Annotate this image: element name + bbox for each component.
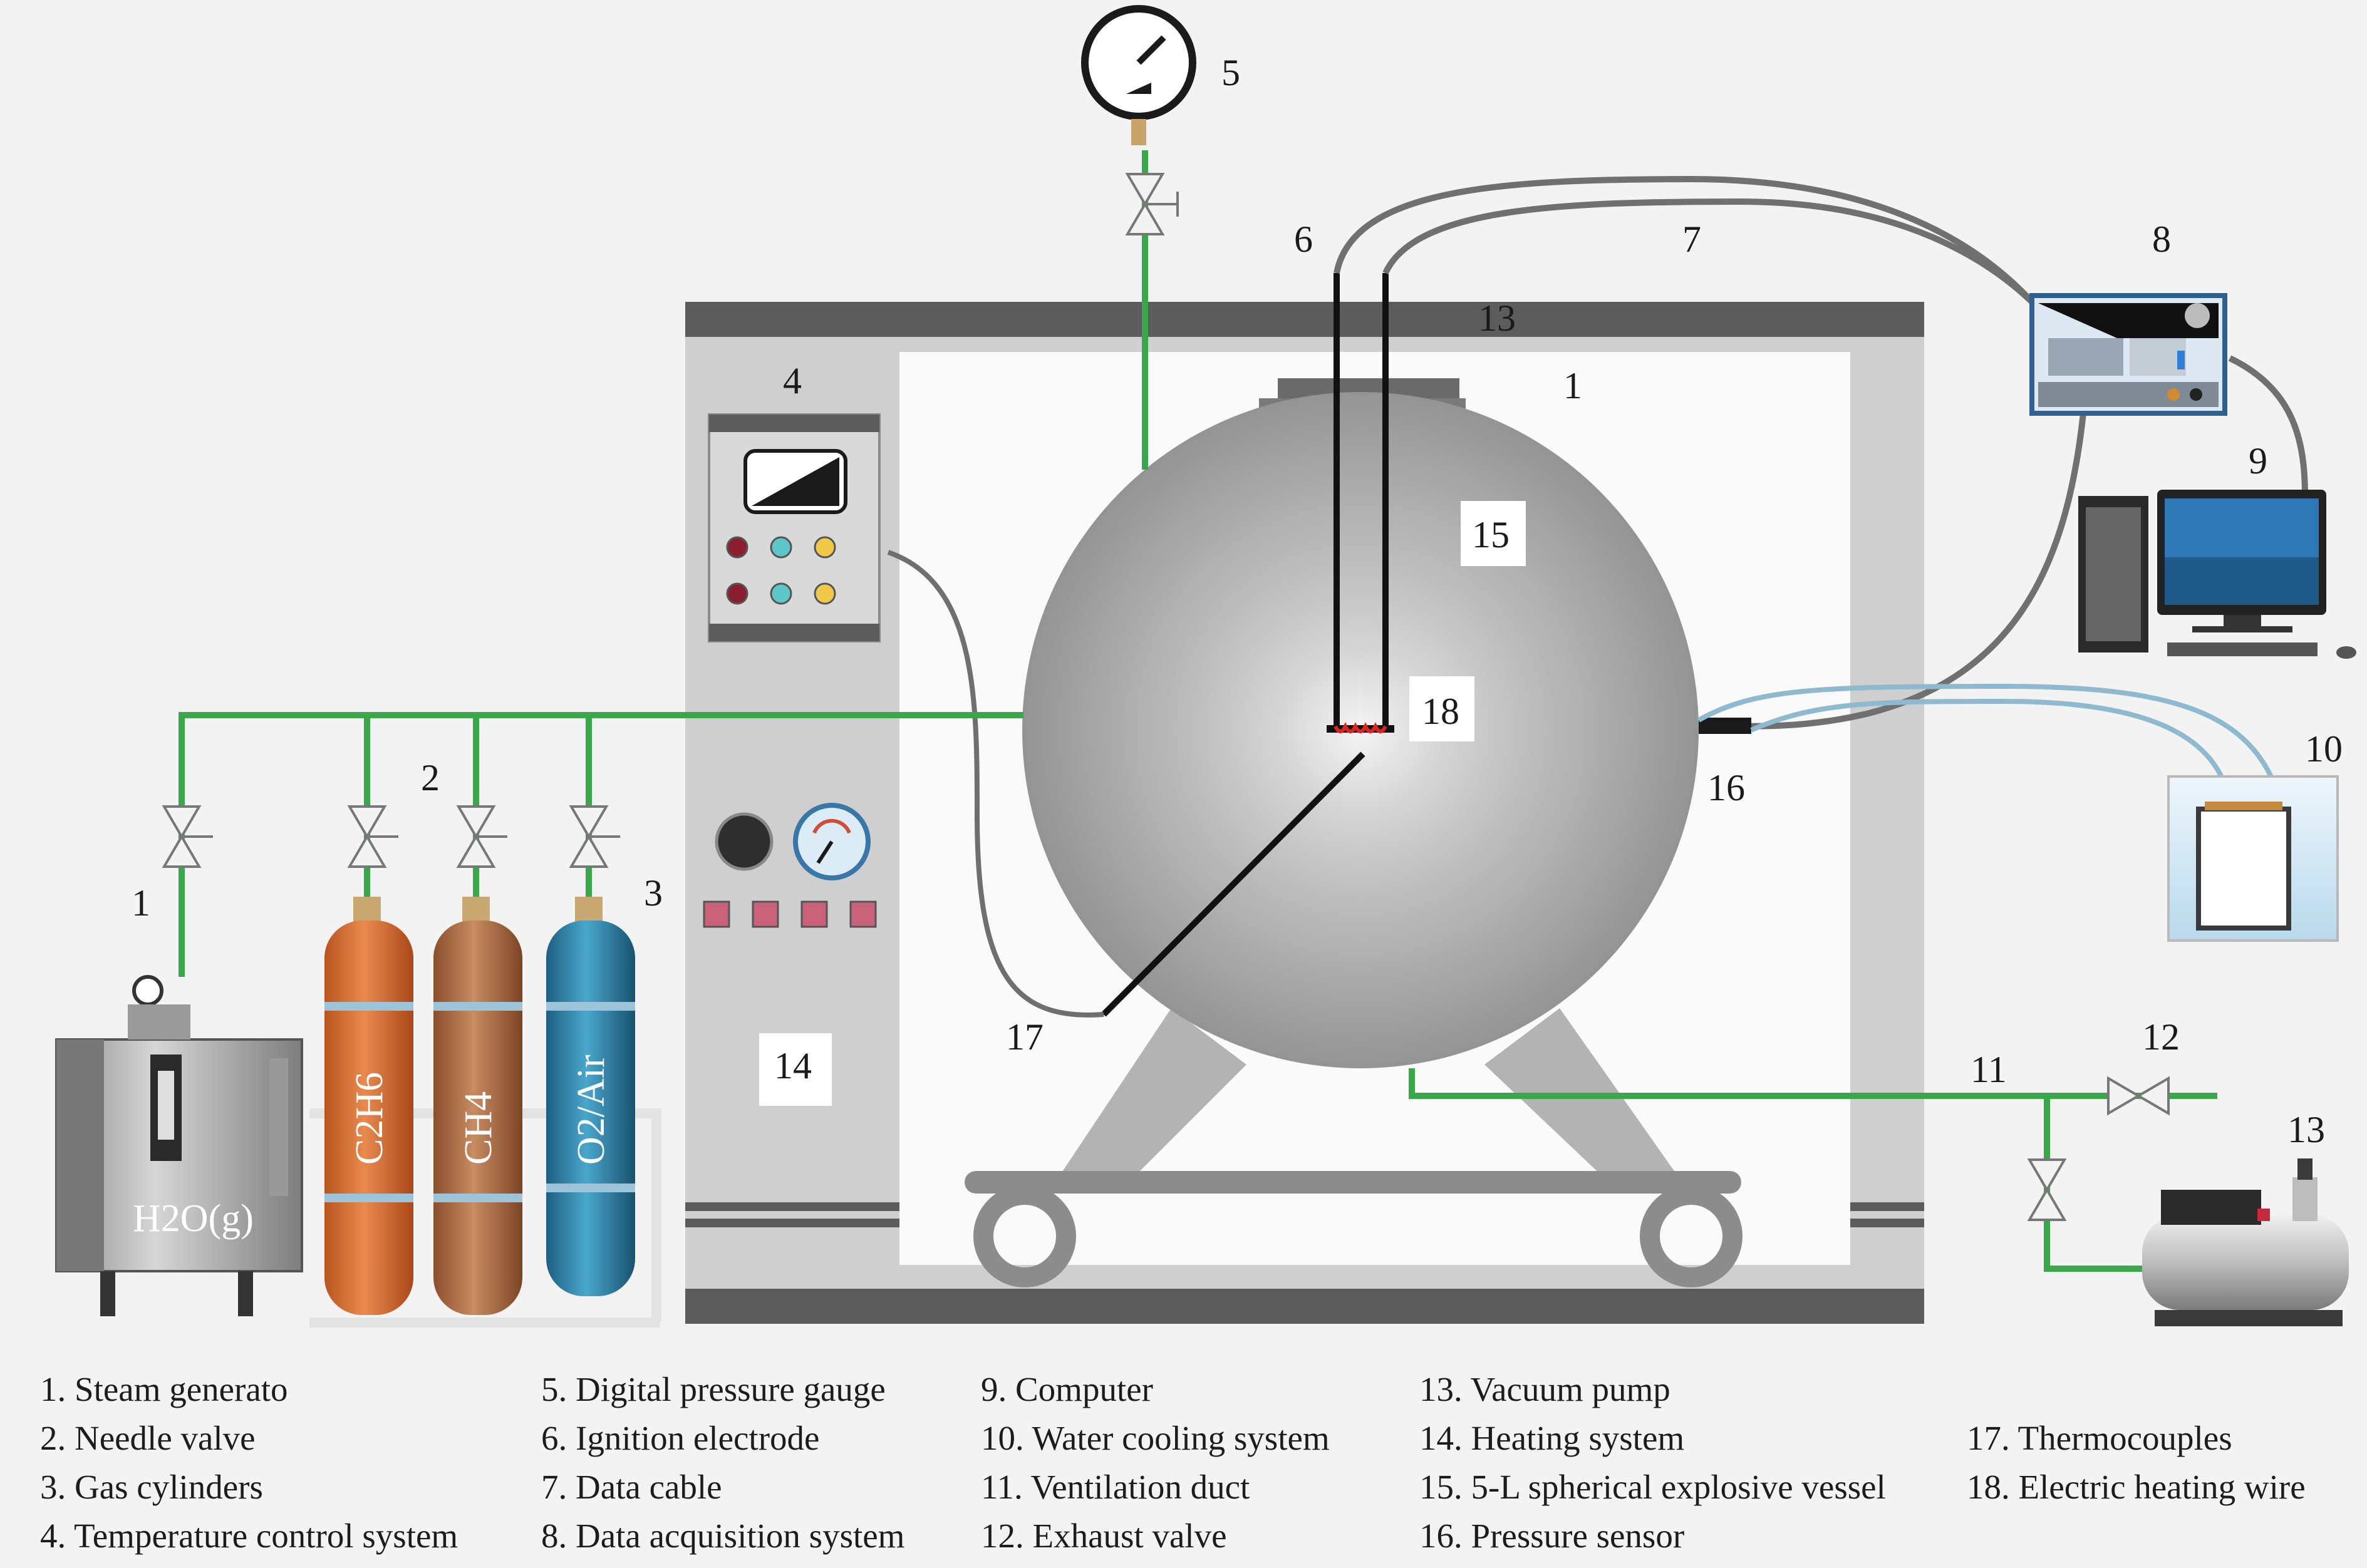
thermocouples [887, 550, 1365, 1018]
number-14: 14 [774, 1045, 812, 1086]
number-1-frame: 1 [1563, 365, 1582, 406]
number-15: 15 [1472, 514, 1510, 555]
number-9: 9 [2249, 440, 2267, 482]
number-13-frame: 13 [1478, 297, 1516, 339]
component-numbers: 1 2 3 4 5 6 7 8 9 10 11 12 13 13 1 14 15… [132, 52, 2343, 1150]
number-badge-15 [1461, 501, 1526, 566]
heater-button [800, 900, 828, 928]
legend-column-1: 1. Steam generato 2. Needle valve 3. Gas… [40, 1365, 458, 1560]
number-16: 16 [1707, 767, 1745, 808]
data-cable [1334, 175, 2308, 730]
cylinder-c2h6-label: C2H6 [348, 1072, 391, 1165]
cylinder-c2h6: C2H6 [324, 897, 413, 1315]
number-7: 7 [1682, 219, 1701, 260]
number-badge-14 [759, 1033, 832, 1106]
legend-column-4: 13. Vacuum pump 14. Heating system 15. 5… [1419, 1365, 1886, 1560]
knob-icon [715, 812, 774, 871]
number-2: 2 [421, 757, 440, 798]
water-cooling-system [2167, 775, 2339, 942]
wheel-icon [973, 1185, 1076, 1287]
indicator-light-icon [814, 536, 836, 559]
legend-item: 5. Digital pressure gauge [541, 1370, 886, 1408]
heater-button [752, 900, 779, 928]
heater-button [849, 900, 877, 928]
heating-system [703, 803, 877, 928]
number-8: 8 [2152, 219, 2171, 260]
indicator-light-icon [814, 582, 836, 605]
indicator-light-icon [726, 536, 748, 559]
legend-item: 15. 5-L spherical explosive vessel [1419, 1468, 1886, 1506]
heater-button [703, 900, 730, 928]
cylinder-ch4-label: CH4 [457, 1091, 500, 1165]
number-6: 6 [1294, 219, 1313, 260]
legend-item: 6. Ignition electrode [541, 1419, 820, 1457]
legend-item: 2. Needle valve [40, 1419, 256, 1457]
temperature-control-system [708, 413, 881, 642]
legend-item: 17. Thermocouples [1967, 1419, 2232, 1457]
legend-item: 11. Ventilation duct [981, 1468, 1250, 1506]
legend-item: 4. Temperature control system [40, 1517, 458, 1555]
computer [2078, 490, 2356, 659]
number-12: 12 [2142, 1016, 2180, 1058]
legend-item: 16. Pressure sensor [1419, 1517, 1685, 1555]
pressure-sensor [1697, 683, 2284, 803]
indicator-light-icon [770, 536, 792, 559]
legend-item: 9. Computer [981, 1370, 1153, 1408]
legend-item: 18. Electric heating wire [1967, 1468, 2306, 1506]
legend-column-3: 9. Computer 10. Water cooling system 11.… [981, 1365, 1330, 1560]
cylinder-ch4: CH4 [433, 897, 522, 1315]
wheel-icon [1640, 1185, 1743, 1287]
legend-item: 14. Heating system [1419, 1419, 1685, 1457]
electric-heating-wire [1327, 676, 1474, 741]
vacuum-pump [2142, 1158, 2349, 1326]
data-acquisition-system [2029, 293, 2227, 416]
legend-item: 7. Data cable [541, 1468, 722, 1506]
digital-pressure-gauge [1081, 5, 1196, 145]
number-18: 18 [1422, 691, 1459, 732]
cylinder-o2-air-label: O2/Air [570, 1055, 613, 1165]
legend-item: 10. Water cooling system [981, 1419, 1330, 1457]
legend-column-5: 17. Thermocouples 18. Electric heating w… [1967, 1414, 2306, 1512]
legend-item: 1. Steam generato [40, 1370, 288, 1408]
ignition-electrode [1334, 273, 1389, 726]
legend: 1. Steam generato 2. Needle valve 3. Gas… [0, 1365, 2367, 1568]
valve-icon [162, 173, 2170, 1221]
number-4: 4 [783, 360, 802, 401]
cylinder-o2-air: O2/Air [546, 897, 635, 1296]
indicator-light-icon [770, 582, 792, 605]
number-3: 3 [644, 872, 663, 914]
steam-generator: H2O(g) [55, 975, 303, 1316]
legend-item: 8. Data acquisition system [541, 1517, 905, 1555]
number-10: 10 [2305, 728, 2343, 770]
number-5: 5 [1221, 52, 1240, 93]
number-17: 17 [1006, 1016, 1044, 1058]
legend-item: 3. Gas cylinders [40, 1468, 263, 1506]
legend-item: 13. Vacuum pump [1419, 1370, 1670, 1408]
indicator-light-icon [726, 582, 748, 605]
legend-column-2: 5. Digital pressure gauge 6. Ignition el… [541, 1365, 904, 1560]
gas-cylinders: C2H6 CH4 O2/Air [309, 897, 661, 1328]
number-badge-18 [1409, 676, 1474, 741]
number-1-steam: 1 [132, 882, 150, 924]
number-13-pump: 13 [2287, 1109, 2325, 1150]
steam-generator-label: H2O(g) [133, 1197, 254, 1240]
number-11: 11 [1971, 1049, 2007, 1090]
legend-item: 12. Exhaust valve [981, 1517, 1227, 1555]
